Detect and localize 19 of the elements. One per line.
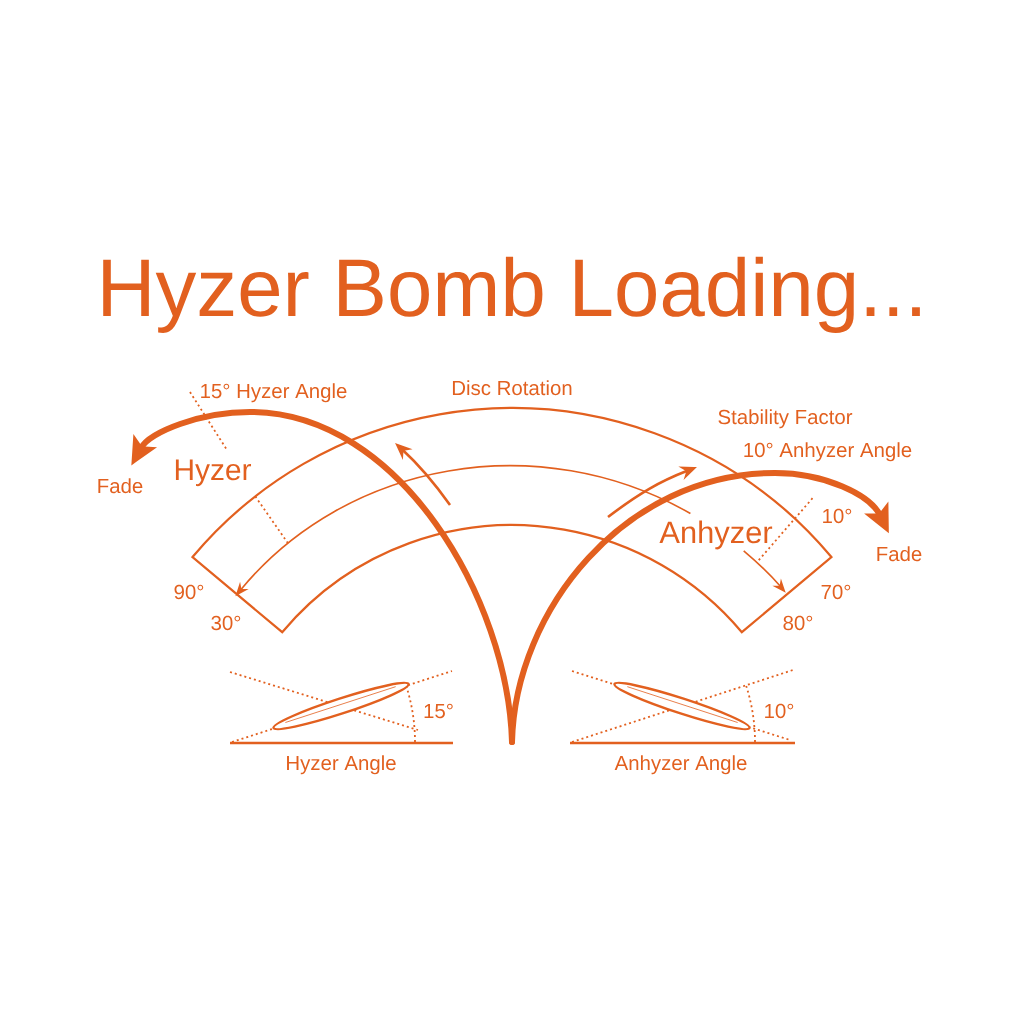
annotation-label: Disc Rotation — [452, 380, 572, 396]
angle-value: 10° — [765, 703, 794, 719]
title: Hyzer Bomb Loading... — [103, 256, 920, 333]
annotation-label: 15° Hyzer Angle — [201, 383, 347, 403]
figure-caption: Anhyzer Angle — [614, 755, 747, 775]
flight-path-arrow — [509, 470, 889, 745]
annotation-label: Stability Factor — [718, 409, 853, 429]
fade-label: Fade — [877, 546, 922, 562]
throw-label: Hyzer — [175, 459, 251, 487]
figure-caption: Hyzer Angle — [287, 755, 396, 775]
fade-label: Fade — [98, 478, 143, 494]
throw-label: Anhyzer — [659, 520, 773, 550]
angle-value: 70° — [821, 584, 851, 600]
angle-value: 15° — [424, 703, 453, 719]
angle-value: 90° — [174, 584, 204, 600]
angle-value: 10° — [823, 508, 852, 524]
annotation-label: 10° Anhyzer Angle — [744, 442, 912, 462]
angle-value: 80° — [783, 615, 813, 631]
angle-value: 30° — [211, 615, 241, 631]
